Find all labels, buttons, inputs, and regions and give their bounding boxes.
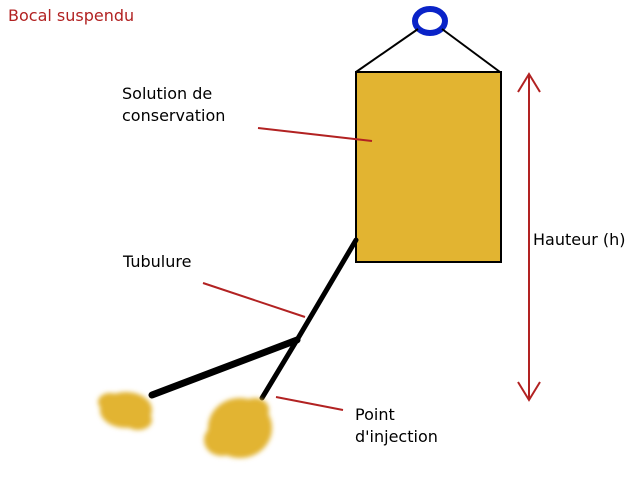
pointer-injection	[275, 396, 344, 411]
height-arrow	[517, 72, 541, 402]
label-point-line2: d'injection	[355, 427, 438, 446]
label-solution-line2: conservation	[122, 106, 226, 125]
pointer-tubulure	[202, 282, 306, 318]
label-point-line1: Point	[355, 405, 395, 424]
label-tubulure: Tubulure	[123, 252, 192, 271]
jar	[355, 71, 502, 263]
suspension-string-left	[355, 28, 419, 73]
diagram-title: Bocal suspendu	[8, 6, 135, 25]
splash-right	[204, 398, 272, 458]
label-solution-line1: Solution de	[122, 84, 213, 103]
label-solution-de-conservation: Solution de conservation	[122, 83, 225, 127]
hanging-ring-icon	[412, 6, 448, 36]
splash-left	[98, 392, 152, 430]
pointer-solution	[257, 127, 373, 142]
label-point-d-injection: Point d'injection	[355, 404, 438, 448]
label-hauteur: Hauteur (h)	[533, 230, 626, 249]
tubing-main	[294, 237, 359, 343]
tubing-lower	[259, 337, 300, 401]
suspension-string-right	[441, 28, 501, 73]
tubing-branch	[148, 336, 301, 399]
